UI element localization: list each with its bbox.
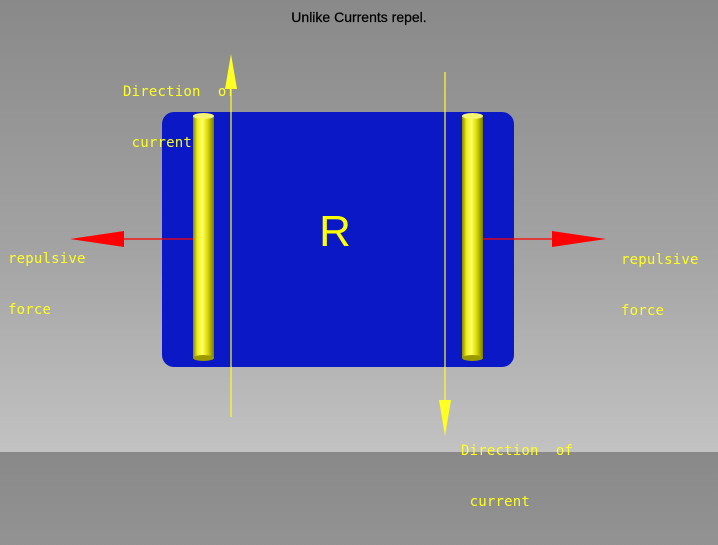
force-label-left: repulsive force bbox=[8, 217, 86, 353]
current-label-top-line1: Direction of bbox=[123, 84, 236, 100]
blue-panel bbox=[162, 112, 514, 367]
diagram-title: Unlike Currents repel. bbox=[291, 9, 427, 25]
diagram-svg bbox=[70, 54, 606, 436]
force-arrow-right bbox=[483, 231, 606, 247]
current-label-bottom: Direction of current bbox=[461, 409, 573, 545]
force-label-right-line1: repulsive bbox=[621, 252, 699, 268]
force-label-left-line1: repulsive bbox=[8, 251, 86, 267]
right-conductor bbox=[462, 113, 483, 361]
current-label-top: Direction of current bbox=[123, 50, 235, 186]
left-conductor bbox=[193, 113, 214, 361]
diagram-canvas: Unlike Currents repel. bbox=[8, 9, 699, 510]
current-arrow-up bbox=[225, 54, 237, 417]
force-arrow-left bbox=[70, 231, 193, 247]
current-label-top-line2: current bbox=[123, 135, 193, 151]
current-arrow-down bbox=[439, 72, 451, 436]
force-label-right-line2: force bbox=[621, 303, 665, 319]
force-label-left-line2: force bbox=[8, 302, 52, 318]
current-label-bottom-line2: current bbox=[461, 494, 531, 510]
conductor-label: R bbox=[319, 207, 351, 256]
force-label-right: repulsive force bbox=[621, 218, 699, 354]
